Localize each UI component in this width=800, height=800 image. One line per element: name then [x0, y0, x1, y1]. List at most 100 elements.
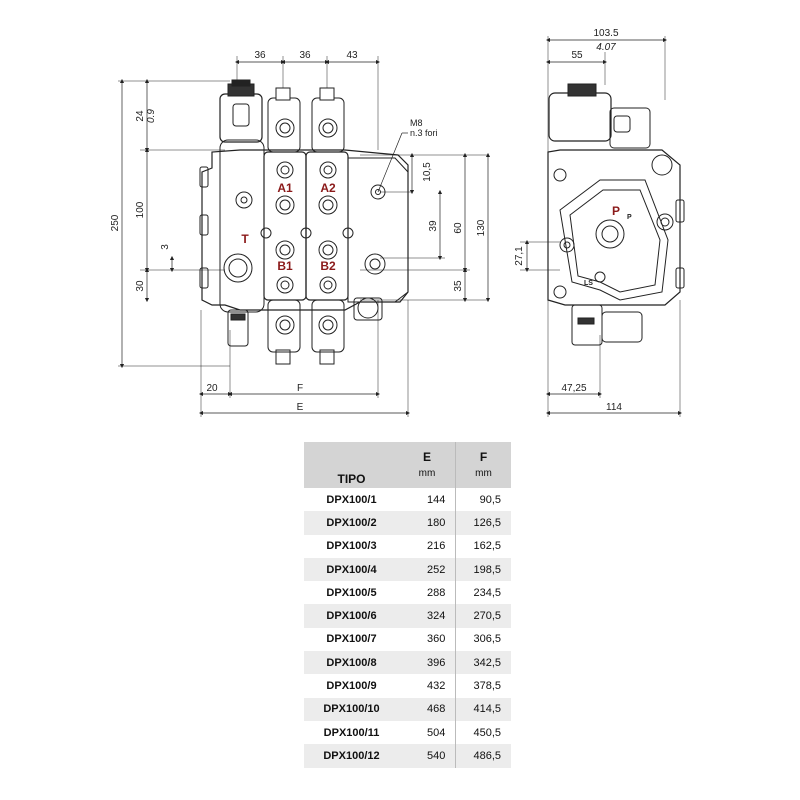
row-type: DPX100/10 [304, 697, 399, 721]
dim-24: 24 [135, 110, 146, 122]
row-e: 504 [427, 726, 446, 739]
dim-39: 39 [428, 220, 439, 232]
table-row: DPX100/7 360 306,5 [304, 627, 511, 652]
dim-20: 20 [206, 383, 218, 394]
row-f: 90,5 [455, 488, 511, 512]
solenoid-coil [219, 93, 263, 143]
dim-3: 3 [160, 244, 171, 250]
front-dimension-lines [119, 59, 491, 416]
table-row: DPX100/3 216 162,5 [304, 534, 511, 558]
row-e: 468 [399, 697, 456, 721]
dim-60: 60 [453, 222, 464, 234]
dim-47-25: 47,25 [561, 383, 586, 394]
port-label-p: P [612, 204, 620, 218]
row-f: 270,5 [455, 604, 511, 628]
row-type: DPX100/9 [326, 680, 377, 693]
row-f: 414,5 [455, 697, 511, 721]
dim-43: 43 [346, 50, 358, 61]
dim-30: 30 [135, 280, 146, 292]
front-dimension-labels: 36 36 43 250 24 0.9 100 3 30 10,5 39 60 … [110, 50, 487, 413]
port-label-t: T [241, 232, 249, 246]
row-e: 144 [427, 493, 446, 506]
dim-114: 114 [606, 402, 622, 413]
row-e: 252 [399, 557, 456, 582]
dim-36-a: 36 [254, 50, 266, 61]
front-extension-lines [118, 56, 488, 417]
dim-4-07-inch: 4.07 [596, 42, 616, 53]
table-unit-f: mm [455, 466, 511, 488]
port-label-a2: A2 [320, 181, 336, 195]
row-type: DPX100/12 [304, 744, 399, 768]
port-label-b1: B1 [277, 259, 293, 273]
row-f: 126,5 [455, 511, 511, 535]
row-e: 396 [399, 651, 456, 675]
table-header-tipo: TIPO [304, 442, 399, 488]
row-type: DPX100/6 [304, 604, 399, 628]
row-type: DPX100/3 [326, 540, 377, 553]
dim-E: E [297, 402, 304, 413]
row-f: 450,5 [455, 720, 511, 745]
row-f: 342,5 [455, 651, 511, 675]
table-row: DPX100/9 432 378,5 [304, 674, 511, 698]
table-unit-e: mm [399, 466, 456, 488]
row-type: DPX100/7 [326, 633, 377, 646]
dim-0-9-inch: 0.9 [146, 109, 157, 123]
row-type: DPX100/1 [326, 493, 377, 506]
front-body [201, 149, 409, 311]
row-e: 180 [399, 511, 456, 535]
front-view [118, 56, 488, 417]
table-header-e: E [399, 442, 456, 466]
dim-103-5: 103.5 [593, 28, 618, 39]
dim-36-b: 36 [299, 50, 311, 61]
cast-label-p: P [627, 214, 632, 221]
row-f: 234,5 [455, 581, 511, 605]
table-row: DPX100/11 504 450,5 [304, 720, 511, 745]
row-f: 486,5 [455, 744, 511, 768]
port-labels: A1 A2 T B1 B2 [241, 181, 336, 273]
dim-55: 55 [571, 50, 583, 61]
row-type: DPX100/8 [304, 651, 399, 675]
row-e: 288 [427, 586, 446, 599]
row-f: 198,5 [455, 557, 511, 582]
row-e: 432 [427, 680, 446, 693]
side-dimension-lines [524, 37, 683, 416]
dim-130: 130 [476, 219, 487, 236]
row-f: 162,5 [455, 534, 511, 558]
table-header-f: F [455, 442, 511, 466]
dim-250: 250 [110, 214, 121, 231]
table-row: DPX100/5 288 234,5 [304, 581, 511, 605]
row-f: 306,5 [455, 627, 511, 652]
side-solenoid [548, 92, 612, 142]
row-type: DPX100/2 [304, 511, 399, 535]
dim-10-5: 10,5 [422, 162, 433, 182]
dim-35: 35 [453, 280, 464, 292]
dim-27-1: 27,1 [514, 246, 525, 266]
row-type: DPX100/11 [323, 726, 380, 739]
dim-F: F [297, 383, 303, 394]
side-body [547, 149, 681, 306]
row-f: 378,5 [455, 674, 511, 698]
side-dimension-labels: 103.5 4.07 55 27,1 47,25 114 P P LS [514, 28, 632, 413]
cast-label-ls: LS [584, 280, 593, 287]
dim-100: 100 [135, 201, 146, 218]
port-label-a1: A1 [277, 181, 293, 195]
row-e: 324 [399, 604, 456, 628]
row-e: 360 [427, 633, 446, 646]
thread-note-holes: n.3 fori [410, 128, 438, 138]
row-e: 216 [427, 540, 446, 553]
row-e: 540 [399, 744, 456, 768]
port-label-b2: B2 [320, 259, 336, 273]
row-type: DPX100/5 [326, 586, 377, 599]
table-row: DPX100/1 144 90,5 [304, 488, 511, 512]
row-type: DPX100/4 [304, 557, 399, 582]
thread-note-m8: M8 [410, 118, 423, 128]
side-view [520, 36, 685, 417]
